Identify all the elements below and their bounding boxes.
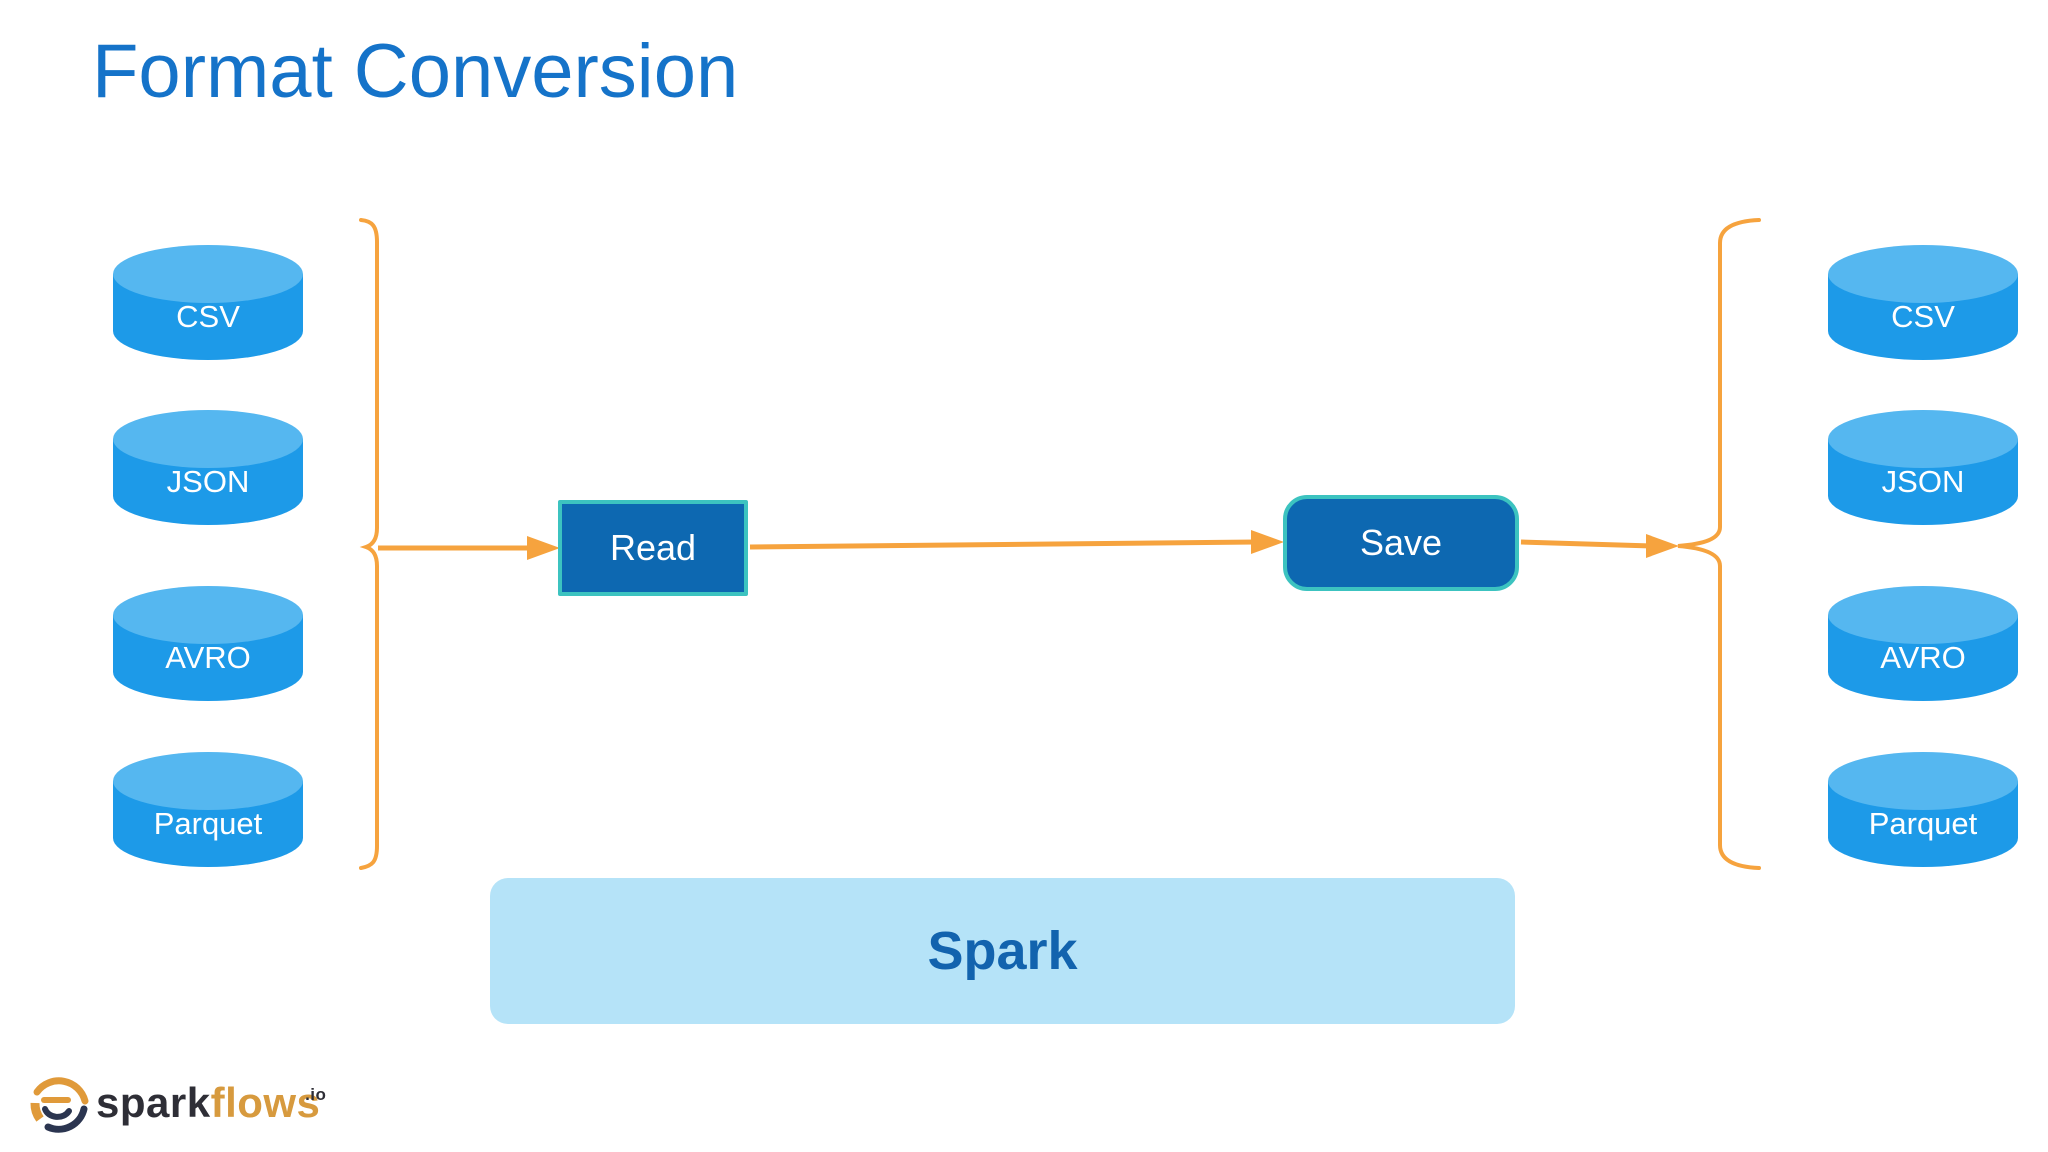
- sparkflows-logo-icon: [30, 1077, 89, 1133]
- logo-tld: .io: [305, 1085, 327, 1104]
- cylinder-top: [1828, 586, 2018, 644]
- cylinder-top: [1828, 752, 2018, 810]
- database-cylinder-target-parquet: Parquet: [1828, 752, 2018, 867]
- right-brace: [1677, 218, 1761, 870]
- cylinder-top: [113, 410, 303, 468]
- spark-platform-bar: Spark: [490, 878, 1515, 1024]
- database-cylinder-target-avro: AVRO: [1828, 586, 2018, 701]
- cylinder-top: [113, 752, 303, 810]
- database-cylinder-source-csv: CSV: [113, 245, 303, 360]
- arrow-save-to-targets: [1520, 534, 1679, 558]
- cylinder-top: [113, 245, 303, 303]
- read-node-label: Read: [609, 527, 697, 568]
- arrow-sources-to-read: [378, 536, 560, 560]
- spark-platform-label: Spark: [927, 921, 1078, 981]
- database-cylinder-source-parquet: Parquet: [113, 752, 303, 867]
- cylinder-top: [113, 586, 303, 644]
- left-brace: [359, 218, 379, 870]
- sparkflows-logo: sparkflows .io: [28, 1068, 326, 1138]
- save-node: Save: [1283, 495, 1519, 591]
- format-label: JSON: [1881, 464, 1965, 499]
- arrow-read-to-save: [749, 530, 1284, 554]
- logo-brand-suffix: flows: [210, 1079, 321, 1126]
- save-node-label: Save: [1359, 522, 1443, 563]
- read-node: Read: [558, 500, 748, 596]
- database-cylinder-source-json: JSON: [113, 410, 303, 525]
- database-cylinder-target-json: JSON: [1828, 410, 2018, 525]
- database-cylinder-target-csv: CSV: [1828, 245, 2018, 360]
- sparkflows-logo-text: sparkflows .io: [96, 1071, 326, 1135]
- format-label: Parquet: [1868, 806, 1978, 841]
- cylinder-top: [1828, 245, 2018, 303]
- format-label: AVRO: [165, 640, 251, 675]
- page-title: Format Conversion: [92, 29, 739, 114]
- format-label: JSON: [166, 464, 250, 499]
- format-label: AVRO: [1880, 640, 1966, 675]
- format-label: CSV: [176, 299, 240, 334]
- logo-brand-prefix: spark: [96, 1079, 211, 1126]
- format-label: CSV: [1891, 299, 1955, 334]
- cylinder-top: [1828, 410, 2018, 468]
- format-label: Parquet: [153, 806, 263, 841]
- database-cylinder-source-avro: AVRO: [113, 586, 303, 701]
